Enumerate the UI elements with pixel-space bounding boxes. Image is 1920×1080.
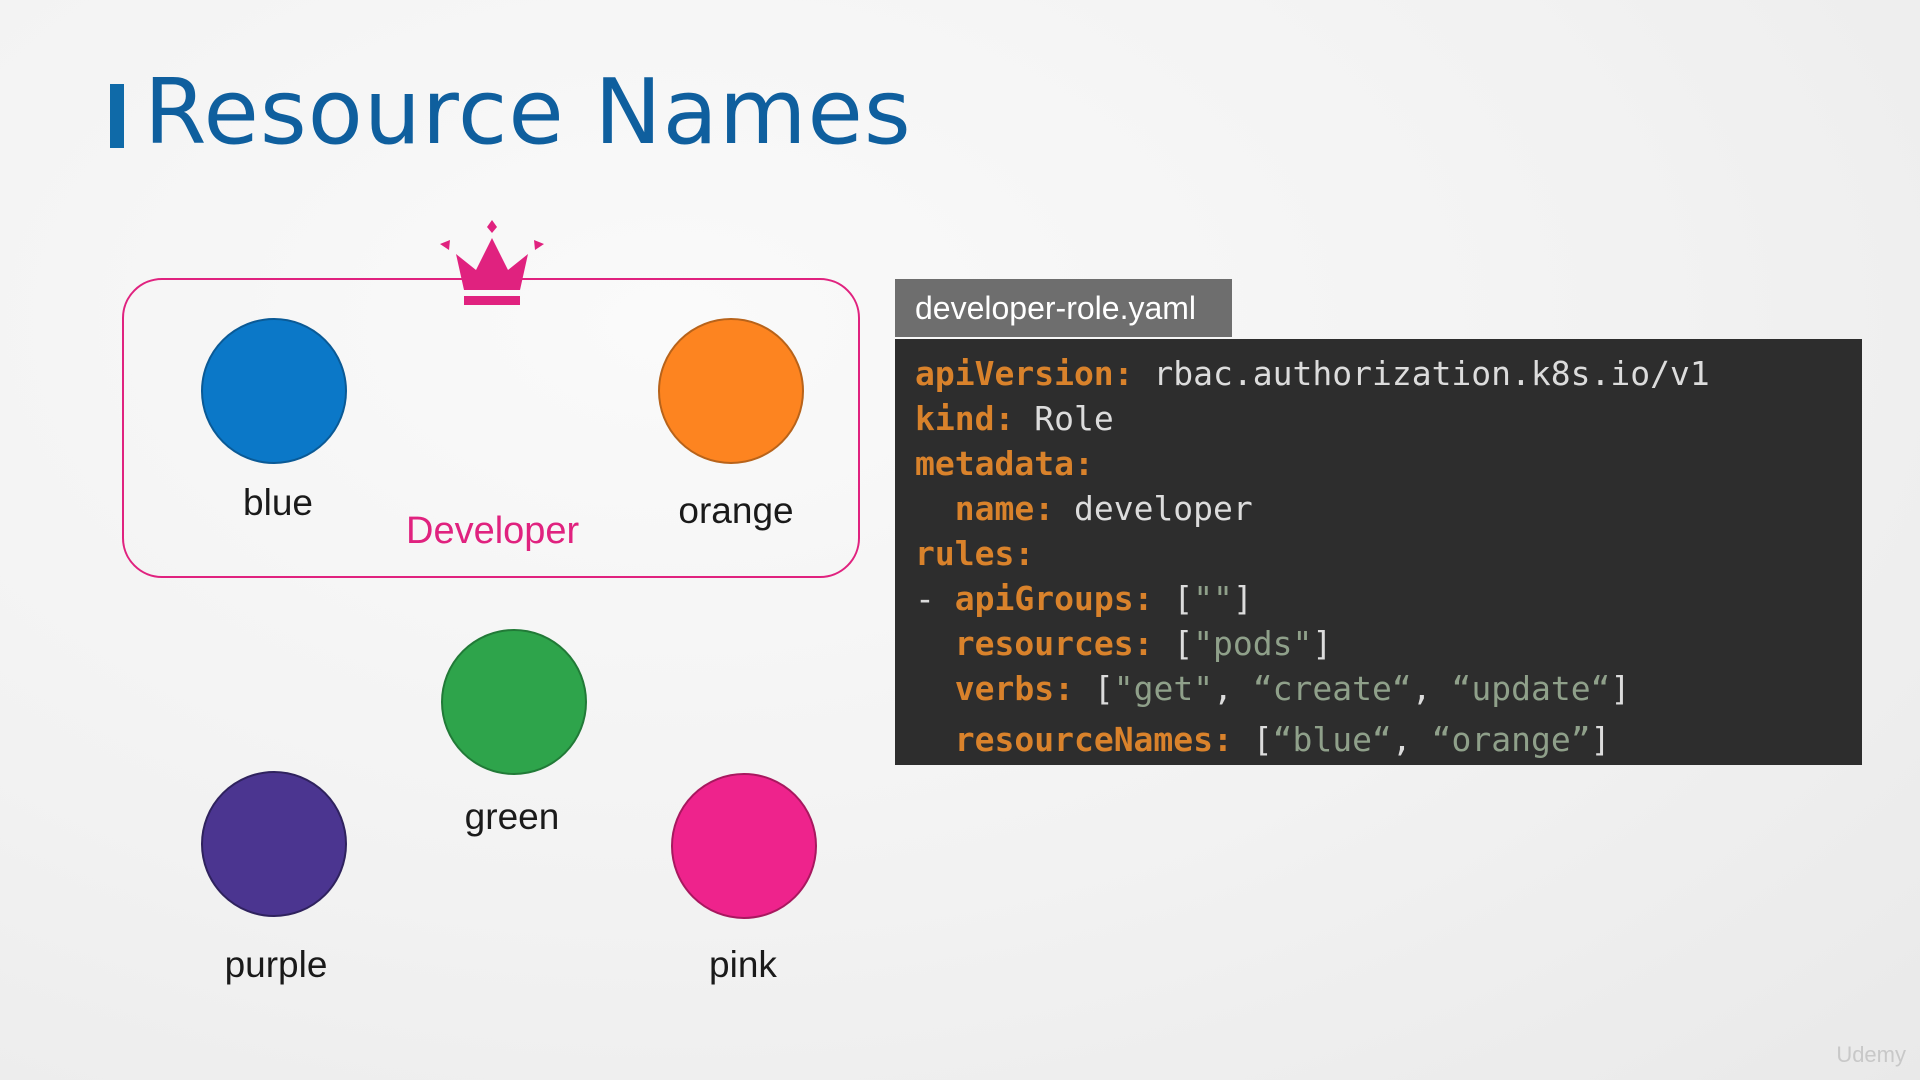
code-line-kind: kind: Role bbox=[915, 396, 1842, 441]
code-bracket: [ bbox=[1093, 669, 1114, 708]
udemy-watermark: Udemy bbox=[1836, 1042, 1906, 1067]
purple-circle bbox=[201, 771, 347, 917]
purple-label: purple bbox=[224, 944, 328, 985]
code-key: resourceNames: bbox=[954, 720, 1233, 759]
code-string: "get" bbox=[1113, 669, 1214, 708]
code-value: Role bbox=[1034, 399, 1114, 438]
code-line-name: name: developer bbox=[915, 486, 1842, 531]
title-accent-bar bbox=[110, 84, 124, 148]
code-bracket: ] bbox=[1590, 720, 1611, 759]
orange-label: orange bbox=[678, 490, 794, 531]
code-key: rules: bbox=[915, 534, 1035, 573]
code-key: verbs: bbox=[954, 669, 1074, 708]
code-string: “orange” bbox=[1431, 720, 1591, 759]
code-bracket: ] bbox=[1610, 669, 1631, 708]
code-bracket: [ bbox=[1173, 579, 1194, 618]
file-tab: developer-role.yaml bbox=[895, 279, 1232, 337]
code-string: "" bbox=[1193, 579, 1233, 618]
code-bracket: [ bbox=[1252, 720, 1273, 759]
code-line-verbs: verbs: ["get", “create“, “update“] bbox=[915, 666, 1842, 711]
code-dash: - bbox=[915, 579, 935, 618]
code-line-resources: resources: ["pods"] bbox=[915, 621, 1842, 666]
code-key: name: bbox=[954, 489, 1055, 528]
crown-icon bbox=[440, 220, 544, 305]
code-string: “update“ bbox=[1451, 669, 1611, 708]
slide-title: Resource Names bbox=[144, 60, 912, 165]
green-label: green bbox=[464, 796, 560, 837]
code-separator: , bbox=[1213, 669, 1233, 708]
code-line-apiversion: apiVersion: rbac.authorization.k8s.io/v1 bbox=[915, 351, 1842, 396]
code-string: "pods" bbox=[1193, 624, 1313, 663]
blue-label: blue bbox=[243, 482, 313, 523]
code-string: “blue“ bbox=[1272, 720, 1392, 759]
code-key: resources: bbox=[954, 624, 1154, 663]
orange-circle bbox=[658, 318, 804, 464]
code-bracket: ] bbox=[1232, 579, 1253, 618]
code-key: kind: bbox=[915, 399, 1015, 438]
code-key: metadata: bbox=[915, 444, 1094, 483]
code-value: developer bbox=[1073, 489, 1253, 528]
code-panel: apiVersion: rbac.authorization.k8s.io/v1… bbox=[895, 339, 1862, 765]
green-circle bbox=[441, 629, 587, 775]
code-separator: , bbox=[1411, 669, 1432, 708]
pink-label: pink bbox=[709, 944, 777, 985]
blue-circle bbox=[201, 318, 347, 464]
code-separator: , bbox=[1391, 720, 1412, 759]
code-line-metadata: metadata: bbox=[915, 441, 1842, 486]
code-string: “create“ bbox=[1252, 669, 1412, 708]
code-bracket: ] bbox=[1312, 624, 1333, 663]
code-line-rules: rules: bbox=[915, 531, 1842, 576]
code-bracket: [ bbox=[1173, 624, 1194, 663]
pink-circle bbox=[671, 773, 817, 919]
code-line-apigroups: - apiGroups: [""] bbox=[915, 576, 1842, 621]
code-line-resourcenames: resourceNames: [“blue“, “orange”] bbox=[915, 717, 1842, 762]
code-value: rbac.authorization.k8s.io/v1 bbox=[1153, 354, 1710, 393]
code-key: apiGroups: bbox=[954, 579, 1154, 618]
developer-label: Developer bbox=[406, 510, 580, 552]
code-key: apiVersion: bbox=[915, 354, 1134, 393]
